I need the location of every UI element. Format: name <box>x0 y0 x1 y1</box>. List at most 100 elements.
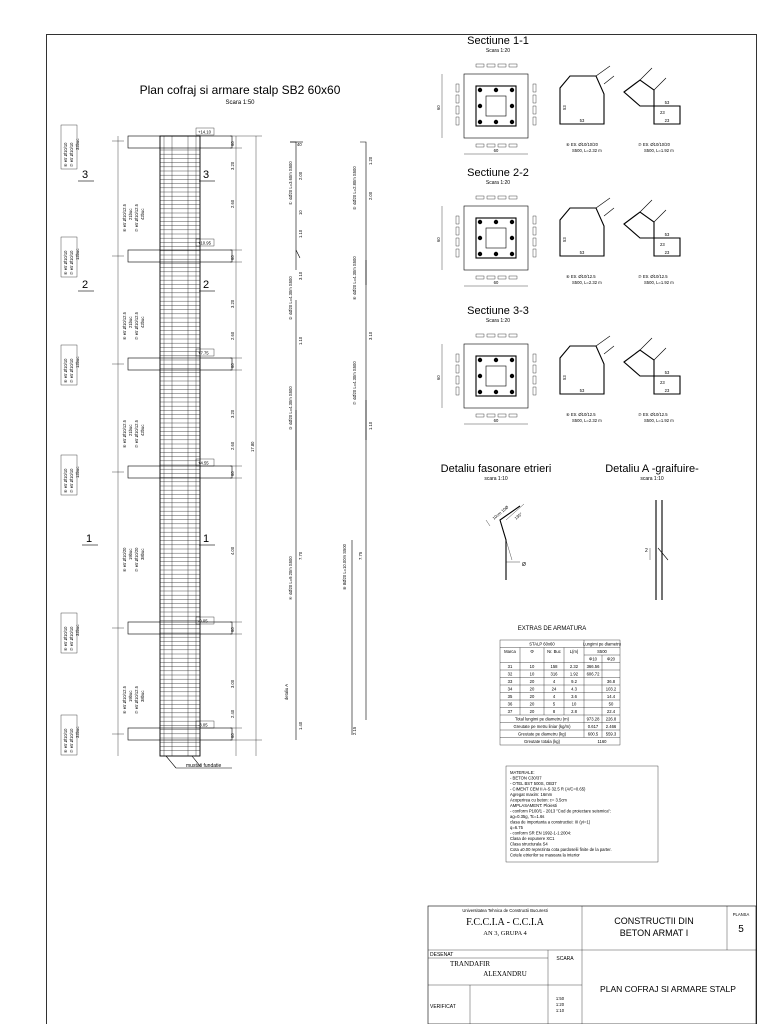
table-grand-label: Greutate totala (kg) <box>524 739 561 744</box>
dim-10: 60 <box>230 471 235 476</box>
bar-marker <box>497 413 507 418</box>
table-total-label: Total lungimi pe diametru (m) <box>515 717 570 722</box>
bar-label-5: ⑤ 4Ø20 L=2.80m S500 <box>352 166 357 210</box>
detail-stirrup-phi: Ø <box>522 562 526 568</box>
table-cell: 158 <box>551 664 559 669</box>
table-cell: 4.3 <box>571 687 577 692</box>
detail-a-scale: scara 1:10 <box>640 476 664 482</box>
materials-line: q=6.75 <box>510 825 524 830</box>
table-cell: 36 <box>508 702 513 707</box>
section-dim-side: 60 <box>436 237 441 242</box>
bar-dim-12: 1.10 <box>368 421 373 430</box>
bar-dim-5: 3.10 <box>298 271 303 280</box>
bar-marker <box>455 375 460 385</box>
bar-marker <box>486 275 496 280</box>
bar-marker <box>532 386 537 396</box>
bar-marker <box>475 195 485 200</box>
svg-text:32buc: 32buc <box>75 139 80 150</box>
stirrup-shape-outer <box>559 207 605 257</box>
rebar-dot <box>493 219 499 225</box>
table-cell: 14.4 <box>607 694 616 699</box>
bar-label-8: ⑧ 8Ø20 L=10.00m S500 <box>342 543 347 590</box>
table-cell: 2.8 <box>571 709 577 714</box>
bar-marker <box>497 143 507 148</box>
section-outline <box>463 205 529 271</box>
rebar-dot <box>509 251 515 257</box>
svg-text:42buc: 42buc <box>140 317 145 328</box>
detail-a: Detaliu A -graifuire- scara 1:10 2 <box>605 463 699 600</box>
table-cell: 50 <box>609 702 614 707</box>
rebar-dot <box>509 103 515 109</box>
bar-marker <box>455 353 460 363</box>
stirrup-1-caption: ⑥ Etr. Ø10/12.5 <box>566 274 596 279</box>
stirrup-outer <box>475 355 517 397</box>
table-total-v1: 973.28 <box>587 717 600 722</box>
stirrup-length: 53 <box>580 250 585 255</box>
footing-label: mustati fundatie <box>186 763 222 769</box>
bar-marker <box>486 195 496 200</box>
bar-marker <box>532 83 537 93</box>
detail-stirrup-title: Detaliu fasonare etrieri <box>441 463 552 475</box>
stirrup-outer <box>475 217 517 259</box>
dim-5: 3.20 <box>230 299 235 308</box>
rebar-dot <box>477 119 483 125</box>
table-cell: 366.56 <box>587 664 600 669</box>
section-dim: 60 <box>494 148 499 153</box>
svg-text:32buc: 32buc <box>75 727 80 738</box>
stirrup-hook <box>653 347 667 361</box>
section-title: Sectiune 1-1 <box>467 35 529 47</box>
bar-dim-7: 7.70 <box>298 551 303 560</box>
bar-marker <box>475 413 485 418</box>
rebar-dot <box>477 235 483 241</box>
bar-marker <box>508 143 518 148</box>
tb-group: AN 3, GRUPA 4 <box>483 930 527 937</box>
materials-line: ag=0.35g, Tc=1.6s <box>510 814 544 819</box>
level-1: +14.10 <box>198 130 212 135</box>
table-cell: 22.4 <box>607 709 616 714</box>
bar-marker <box>486 333 496 338</box>
bar-marker <box>475 143 485 148</box>
bar-marker <box>455 237 460 247</box>
stirrup-2-caption-b: S500, L=1.92 m <box>644 418 674 423</box>
bar-dim-8: 1.40 <box>298 721 303 730</box>
svg-text:⑦ etr.Ø10/10: ⑦ etr.Ø10/10 <box>69 250 74 275</box>
materials-line: - CIMENT CEM II A-S 32.5 R (A/C=0.65) <box>510 787 586 792</box>
svg-text:⑦ etr.Ø10/10: ⑦ etr.Ø10/10 <box>69 468 74 493</box>
section-scale: Scara 1:20 <box>486 180 510 186</box>
stirrup-length: 23 <box>660 242 665 247</box>
detail-stirrup-dim: 10cm 10Ø <box>491 504 510 521</box>
bar-marker <box>532 375 537 385</box>
table-cell: 10 <box>530 664 535 669</box>
table-cell: 34 <box>508 687 513 692</box>
svg-text:⑦ etr.Ø10/12.5: ⑦ etr.Ø10/12.5 <box>134 311 139 340</box>
stirrup-hook <box>639 337 653 351</box>
table-cell: 4 <box>553 694 556 699</box>
table-group: STALP 60x60 <box>529 642 555 647</box>
stirrup-hook <box>603 75 615 85</box>
stirrup-hook <box>603 207 615 217</box>
section-scale: Scara 1:20 <box>486 48 510 54</box>
stirrup-shape-inner <box>623 211 681 257</box>
section-dim: 60 <box>494 280 499 285</box>
bar-dim-2: 2.00 <box>298 171 303 180</box>
bar-marker <box>455 94 460 104</box>
table-cell: 20 <box>530 679 535 684</box>
section-title: Sectiune 2-2 <box>467 167 529 179</box>
stirrup-length: 53 <box>580 118 585 123</box>
span-note-2: ⑥ etr.Ø10/12.5 21buc ⑦ etr.Ø10/12.5 42bu… <box>122 311 145 340</box>
stirrup-hook <box>603 345 615 355</box>
bar-dim-11: 3.10 <box>368 331 373 340</box>
bar-marker <box>497 275 507 280</box>
stirrup-length: 53 <box>665 232 670 237</box>
stirrup-length: 23 <box>665 388 670 393</box>
bar-marker <box>532 364 537 374</box>
stirrup-2-caption: ⑦ Etr. Ø10/12.5 <box>638 412 668 417</box>
stirrup-length: 53 <box>562 105 567 110</box>
dim-13: 3.00 <box>230 679 235 688</box>
table-cell: 20 <box>530 687 535 692</box>
tb-plansa-label: PLANSA <box>733 912 750 917</box>
tb-university: Universitatea Tehnica de Constructii Buc… <box>462 908 547 913</box>
tb-verificat: VERIFICAT <box>430 1004 456 1010</box>
bar-marker <box>455 226 460 236</box>
stirrup-length: 23 <box>665 118 670 123</box>
